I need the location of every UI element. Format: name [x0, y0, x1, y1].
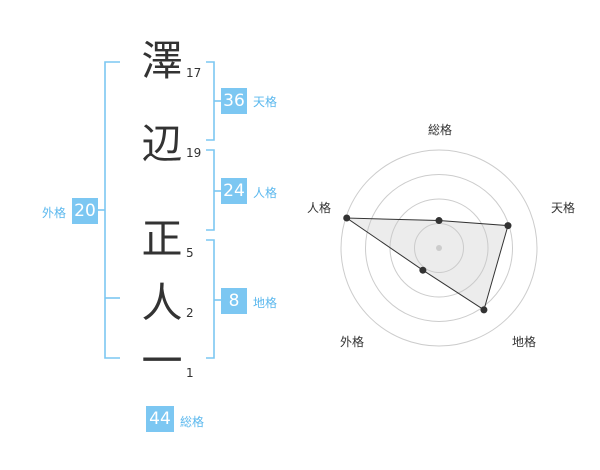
radar-point-2: [480, 306, 488, 314]
radar-center-dot: [436, 245, 442, 251]
radar-ring: [365, 174, 513, 322]
name-char-1: 澤: [141, 37, 183, 85]
radar-axis-label-jinkaku: 人格: [307, 201, 332, 215]
soukaku-label: 総格: [180, 415, 205, 429]
chikaku-score: 8: [221, 288, 247, 314]
chikaku-label: 地格: [253, 296, 278, 310]
soukaku-score: 44: [146, 406, 174, 432]
jinkaku-score: 24: [221, 178, 247, 204]
stroke-count-4: 2: [186, 306, 194, 320]
radar-ring: [340, 149, 538, 347]
radar-point-4: [343, 214, 351, 222]
stroke-count-2: 19: [186, 146, 202, 160]
stroke-count-3: 5: [186, 246, 194, 260]
radar-point-1: [504, 222, 512, 230]
radar-point-3: [419, 266, 427, 274]
name-char-2: 辺: [141, 120, 183, 168]
name-char-5: 一: [141, 337, 183, 385]
radar-series-polygon: [345, 217, 509, 311]
chikaku-bracket: [206, 239, 215, 359]
stroke-count-1: 17: [186, 66, 202, 80]
name-char-4: 人: [141, 279, 183, 327]
gaikaku-label: 外格: [42, 206, 67, 220]
tenkaku-label: 天格: [253, 95, 278, 109]
radar-axis-label-soukaku: 総格: [428, 123, 453, 137]
jinkaku-bracket: [206, 149, 215, 231]
jinkaku-label: 人格: [253, 186, 278, 200]
name-char-3: 正: [141, 215, 183, 263]
radar-axis-label-chikaku: 地格: [512, 335, 537, 349]
radar-axis-label-gaikaku: 外格: [340, 335, 365, 349]
radar-point-0: [435, 217, 443, 225]
stroke-count-5: 1: [186, 366, 194, 380]
tenkaku-score: 36: [221, 88, 247, 114]
radar-axis-label-tenkaku: 天格: [551, 201, 576, 215]
gaikaku-score: 20: [72, 198, 98, 224]
